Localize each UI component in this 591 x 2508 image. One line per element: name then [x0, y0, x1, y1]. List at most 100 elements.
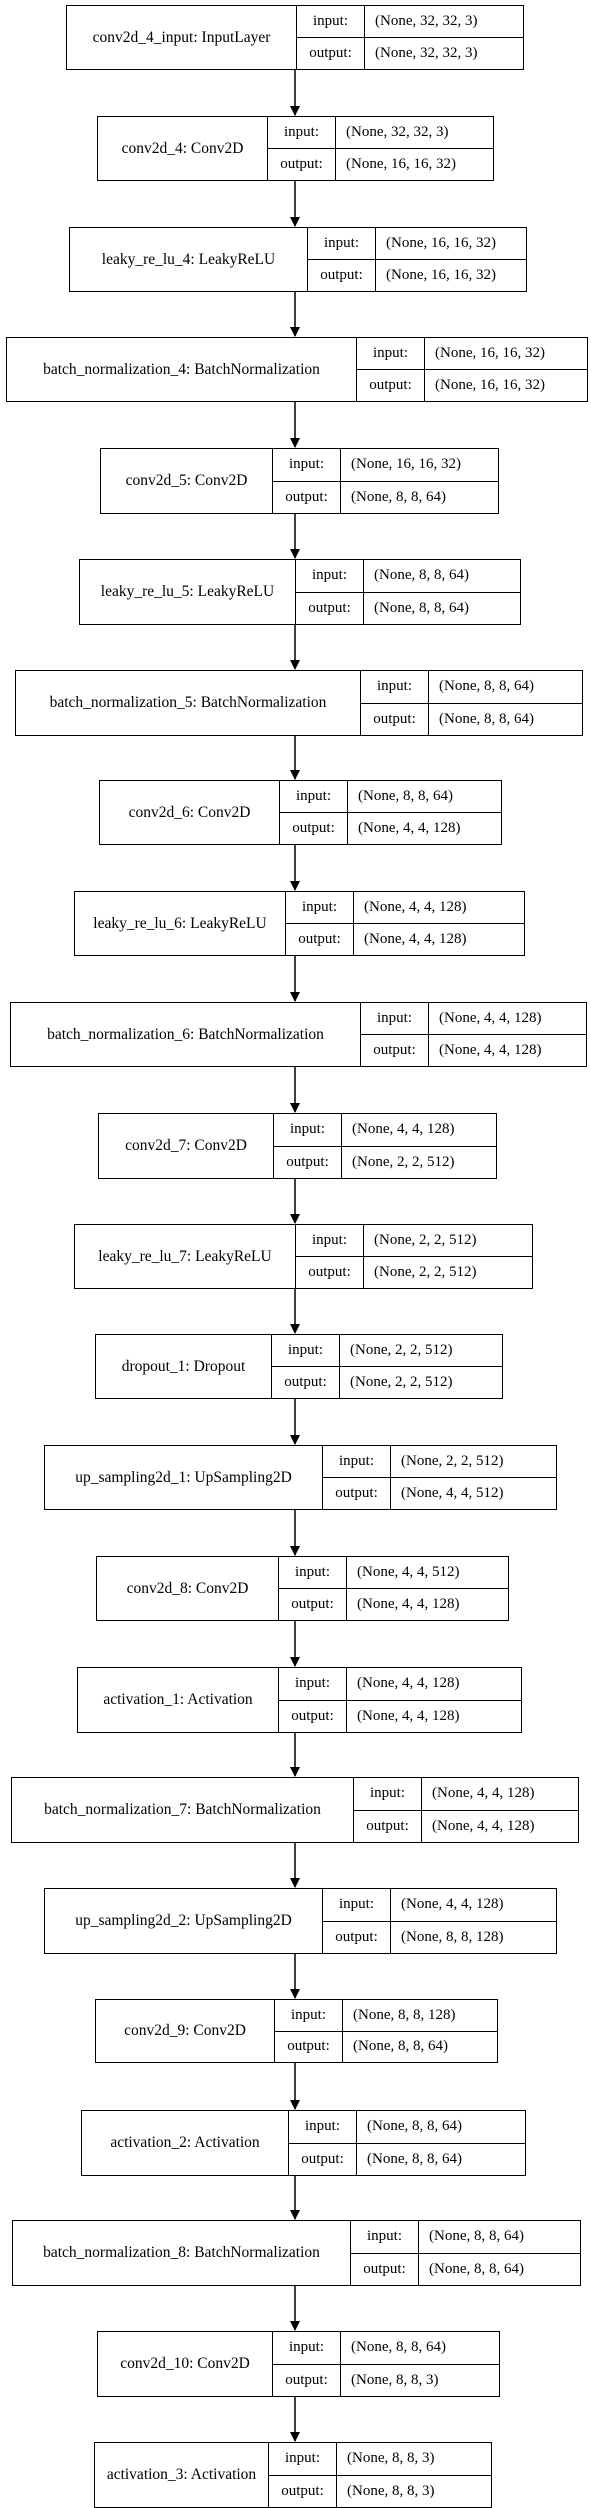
output-label: output:	[272, 1367, 340, 1398]
output-shape: (None, 4, 4, 128)	[357, 1596, 460, 1612]
output-row: output: (None, 2, 2, 512)	[296, 1256, 532, 1288]
port-table: input:(None, 2, 2, 512)output:(None, 2, …	[296, 1225, 532, 1288]
layer-name: leaky_re_lu_5: LeakyReLU	[80, 560, 296, 624]
output-shape: (None, 8, 8, 3)	[347, 2482, 435, 2499]
layer-name: conv2d_4_input: InputLayer	[67, 6, 297, 69]
output-label: output:	[323, 1478, 391, 1509]
port-table: input:(None, 4, 4, 128)output:(None, 2, …	[274, 1114, 496, 1178]
output-label: output:	[268, 149, 336, 180]
input-label: input:	[296, 560, 364, 592]
input-shape: (None, 4, 4, 128)	[364, 899, 467, 915]
port-table: input: (None, 32, 32, 3) output:(None, 16,…	[268, 117, 493, 180]
output-label: output:	[296, 592, 364, 624]
layer-name: conv2d_4: Conv2D	[98, 117, 268, 180]
port-table: input:(None, 4, 4, 512)output:(None, 4, …	[279, 1557, 508, 1620]
input-label: input:	[289, 2111, 357, 2143]
output-label: output:	[269, 2475, 337, 2507]
output-row: output: (None, 4, 4, 128)	[361, 1034, 586, 1066]
output-row: output:(None, 8, 8, 3)	[273, 2363, 499, 2396]
port-table: input: (None, 8, 8, 64) output:(None, 8, 8…	[361, 671, 582, 735]
input-shape: (None, 2, 2, 512)	[350, 1342, 453, 1358]
output-shape: (None, 8, 8, 64)	[367, 2150, 462, 2167]
layer-node: batch_normalization_5: BatchNormalizatio…	[15, 670, 583, 736]
port-table: input:(None, 32, 32, 3)output:(None, 32,…	[297, 6, 523, 69]
output-label: output:	[296, 1257, 364, 1288]
output-row: output:(None, 4, 4, 128)	[279, 1588, 508, 1620]
input-label: input:	[279, 1557, 347, 1588]
layer-node: batch_normalization_6: BatchNormalizatio…	[10, 1002, 587, 1067]
port-table: input:(None, 2, 2, 512)output: (None, 2, …	[272, 1335, 502, 1398]
layer-name: activation_2: Activation	[82, 2111, 289, 2175]
input-shape: (None, 8, 8, 64)	[429, 2228, 524, 2245]
input-row: input:(None, 4, 4, 128)	[274, 1114, 496, 1146]
output-shape: (None, 4, 4, 512)	[401, 1485, 504, 1501]
output-row: output:(None, 4, 4, 128)	[286, 923, 524, 955]
output-shape: (None, 16, 16, 32)	[386, 267, 496, 283]
input-row: input:(None, 8, 8, 64)	[280, 781, 501, 812]
output-row: output: (None, 4, 4, 128)	[354, 1809, 578, 1842]
input-shape: (None, 8, 8, 128)	[353, 2006, 456, 2023]
input-label: input:	[274, 1114, 342, 1146]
output-label: output:	[354, 1810, 422, 1842]
output-shape: (None, 16, 16, 32)	[435, 377, 545, 393]
port-table: input:(None, 8, 8, 64)output:(None, 8, 8…	[351, 2221, 580, 2285]
input-row: input:(None, 2, 2, 512)	[272, 1335, 502, 1366]
input-shape: (None, 8, 8, 64)	[439, 678, 534, 695]
output-shape: (None, 8, 8, 64)	[374, 599, 469, 616]
input-label: input:	[357, 338, 425, 369]
output-row: output: (None, 8, 8, 64)	[296, 591, 520, 624]
input-label: input:	[268, 117, 336, 148]
output-shape: (None, 8, 8, 64)	[429, 2260, 524, 2277]
layer-name: up_sampling2d_2: UpSampling2D	[45, 1889, 323, 1953]
input-label: input:	[354, 1778, 422, 1810]
layer-name: leaky_re_lu_4: LeakyReLU	[70, 228, 308, 291]
port-table: input: (None, 8, 8, 64)output: (None, 8, 8…	[296, 560, 520, 624]
input-row: input:(None, 4, 4, 128)	[361, 1003, 586, 1034]
port-table: input:(None, 2, 2, 512)output: (None, 4, …	[323, 1446, 556, 1509]
input-row: input:(None, 8, 8, 128)	[275, 2000, 497, 2031]
input-shape: (None, 8, 8, 64)	[351, 2339, 446, 2356]
output-shape: (None, 2, 2, 512)	[374, 1264, 477, 1280]
port-table: input:(None, 8, 8, 64)output:(None, 4, 4…	[280, 781, 501, 844]
output-label: output:	[351, 2253, 419, 2285]
output-label: output:	[297, 38, 365, 69]
input-row: input:(None, 2, 2, 512)	[323, 1446, 556, 1477]
input-row: input: (None, 8, 8, 64)	[361, 671, 582, 703]
layer-name: conv2d_10: Conv2D	[98, 2332, 273, 2396]
port-table: input:(None, 4, 4, 128)output: (None, 4, …	[361, 1003, 586, 1066]
output-shape: (None, 4, 4, 128)	[439, 1042, 542, 1058]
input-row: input:(None, 8, 8, 64)	[289, 2111, 525, 2143]
output-shape: (None, 4, 4, 128)	[358, 820, 461, 836]
input-label: input:	[323, 1446, 391, 1477]
input-label: input:	[280, 781, 348, 812]
input-row: input:(None, 16, 16, 32)	[308, 228, 526, 259]
layer-name: up_sampling2d_1: UpSampling2D	[45, 1446, 323, 1509]
output-row: output:(None, 2, 2, 512)	[274, 1145, 496, 1178]
output-label: output:	[361, 1035, 429, 1066]
layer-name: leaky_re_lu_6: LeakyReLU	[75, 892, 286, 955]
output-label: output:	[274, 1146, 342, 1178]
input-shape: (None, 32, 32, 3)	[346, 124, 449, 140]
input-label: input:	[361, 671, 429, 703]
output-row: output:(None, 8, 8, 64)	[289, 2142, 525, 2175]
output-row: output:(None, 8, 8, 64)	[361, 702, 582, 735]
output-shape: (None, 32, 32, 3)	[375, 45, 478, 61]
output-label: output:	[357, 370, 425, 401]
layer-name: conv2d_5: Conv2D	[101, 449, 273, 513]
input-shape: (None, 8, 8, 3)	[347, 2450, 435, 2467]
output-shape: (None, 4, 4, 128)	[432, 1817, 535, 1834]
input-shape: (None, 2, 2, 512)	[374, 1232, 477, 1248]
output-row: output:(None, 16, 16, 32)	[308, 259, 526, 291]
output-row: output:(None, 16, 16, 32)	[268, 148, 493, 180]
input-label: input:	[273, 2332, 341, 2364]
